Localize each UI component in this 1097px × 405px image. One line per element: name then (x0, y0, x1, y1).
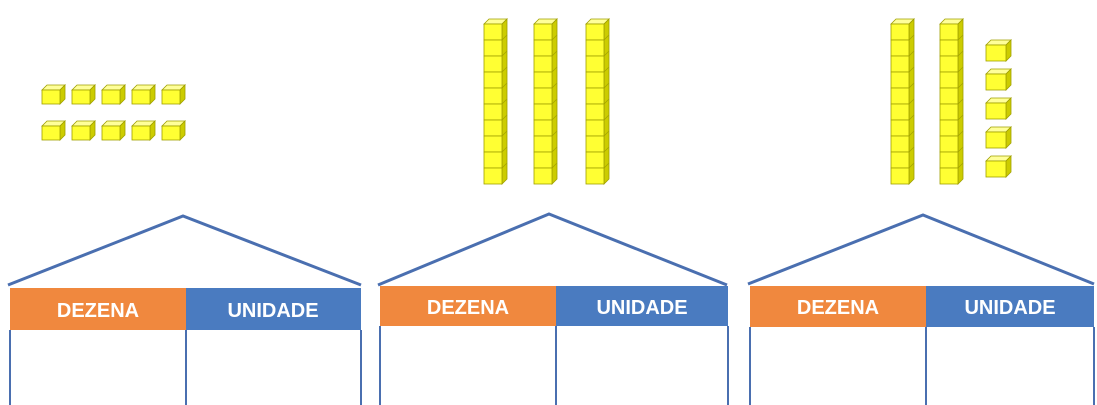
house-1-roof (7, 214, 362, 287)
house-2-unidade-header (556, 286, 728, 326)
house-1: DEZENA UNIDADE (7, 214, 362, 405)
house-1-unidade-label: UNIDADE (227, 300, 318, 322)
base-ten-blocks (41, 18, 1012, 185)
unit-cube (101, 120, 126, 141)
house-2-dezena-header (380, 286, 556, 326)
unit-cube (71, 84, 96, 105)
ten-rod (939, 18, 964, 185)
house-3-roof (747, 213, 1095, 286)
unit-cube (985, 97, 1012, 120)
house-2-dezena-label: DEZENA (427, 297, 509, 319)
unit-cube (985, 68, 1012, 91)
house-2-roof (377, 212, 728, 287)
unit-cube (161, 120, 186, 141)
unit-cube (985, 39, 1012, 62)
house-3-unidade-header (926, 286, 1094, 327)
unit-cube (985, 126, 1012, 149)
ten-rod (890, 18, 915, 185)
house-3: DEZENA UNIDADE (747, 213, 1095, 405)
house-1-unidade-header (186, 288, 361, 330)
unit-cube (101, 84, 126, 105)
house-1-dezena-label: DEZENA (57, 300, 139, 322)
unit-cube (41, 84, 66, 105)
unit-cube (131, 120, 156, 141)
ten-rod (483, 18, 508, 185)
unit-cube (41, 120, 66, 141)
house-3-dezena-label: DEZENA (797, 297, 879, 319)
unit-cube (161, 84, 186, 105)
house-3-dezena-header (750, 286, 926, 327)
ten-rod (585, 18, 610, 185)
unit-cube (985, 155, 1012, 178)
house-1-dezena-header (10, 288, 186, 330)
unit-cube (131, 84, 156, 105)
house-2: DEZENA UNIDADE (377, 212, 729, 405)
unit-cube (71, 120, 96, 141)
house-3-unidade-label: UNIDADE (964, 297, 1055, 319)
house-2-unidade-label: UNIDADE (596, 297, 687, 319)
ten-rod (533, 18, 558, 185)
